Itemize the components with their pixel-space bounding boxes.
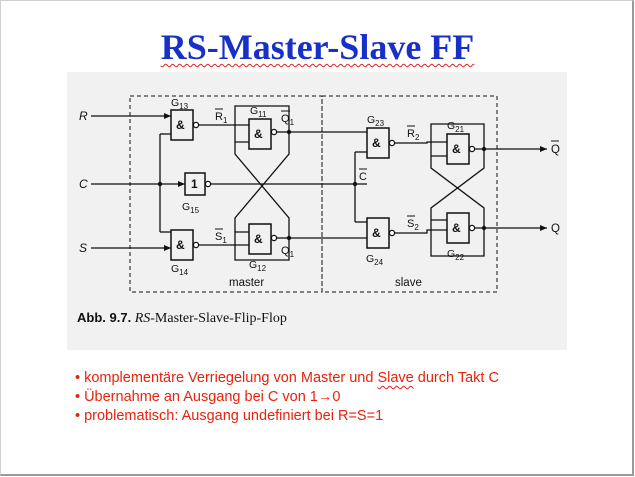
gate-g11-box bbox=[248, 118, 272, 150]
label-input-s: S bbox=[79, 241, 87, 255]
wire-master-feedback-bottom bbox=[234, 231, 290, 261]
caption-italic: RS bbox=[134, 311, 151, 326]
slave-section-border bbox=[321, 95, 498, 293]
label-q1bar: Q1 bbox=[281, 113, 295, 127]
label-master: master bbox=[229, 277, 264, 289]
label-s2: S2 bbox=[407, 218, 419, 232]
label-g15: G15 bbox=[182, 201, 200, 215]
label-q-out: Q bbox=[551, 223, 560, 235]
figure-box: & & 1 & & & & & & R C S Q Q G13 G14 G15 … bbox=[67, 72, 567, 350]
wire-master-feedback-top bbox=[234, 105, 290, 143]
junction-cbar bbox=[352, 181, 358, 187]
gate-g24-bubble bbox=[388, 229, 396, 237]
gate-g23-bubble bbox=[388, 139, 396, 147]
gate-g15-bubble bbox=[204, 180, 212, 188]
label-input-r: R bbox=[79, 109, 88, 123]
arrow-q-out bbox=[540, 225, 547, 231]
wire-master-cross-2 bbox=[234, 132, 290, 232]
slide-title: RS-Master-Slave FF bbox=[0, 26, 635, 68]
gate-g22-symbol: & bbox=[452, 221, 461, 235]
wire-s2 bbox=[395, 229, 447, 234]
gate-g21-bubble bbox=[468, 145, 476, 153]
bullet-item: •problematisch: Ausgang undefiniert bei … bbox=[75, 407, 499, 426]
arrow-qbar-out bbox=[540, 146, 547, 152]
bullet-dot: • bbox=[75, 389, 81, 405]
bullet-text-spell: Slave bbox=[377, 370, 414, 386]
gate-g23-symbol: & bbox=[372, 136, 381, 150]
slide-title-text: RS-Master-Slave FF bbox=[160, 27, 475, 67]
bullet-list: •komplementäre Verriegelung von Master u… bbox=[75, 369, 499, 426]
junction-q1 bbox=[286, 235, 292, 241]
bullet-item: •Übernahme an Ausgang bei C von 1→0 bbox=[75, 388, 499, 407]
bullet-dot: • bbox=[75, 370, 81, 386]
caption-text: -Master-Slave-Flip-Flop bbox=[150, 311, 287, 326]
label-g22: G22 bbox=[447, 248, 465, 262]
label-slave: slave bbox=[395, 277, 422, 289]
gate-g15-symbol: 1 bbox=[191, 177, 198, 191]
label-g21: G21 bbox=[447, 120, 465, 134]
gate-g13-bubble bbox=[192, 121, 200, 129]
gate-g13-symbol: & bbox=[176, 118, 185, 132]
junction-q1bar bbox=[286, 129, 292, 135]
junction-c bbox=[157, 181, 163, 187]
label-r1: R1 bbox=[215, 111, 228, 125]
label-cbar: C bbox=[359, 171, 367, 183]
wire-slave-feedback-top bbox=[430, 123, 485, 157]
arrow-input-r bbox=[164, 113, 171, 119]
arrow-input-s bbox=[164, 245, 171, 251]
bullet-arrow: → bbox=[317, 389, 333, 405]
gate-g11-symbol: & bbox=[254, 127, 263, 141]
wire-slave-feedback-bottom bbox=[430, 219, 485, 257]
gate-g21-symbol: & bbox=[452, 142, 461, 156]
bullet-item: •komplementäre Verriegelung von Master u… bbox=[75, 369, 499, 388]
figure-caption: Abb. 9.7. RS-Master-Slave-Flip-Flop bbox=[77, 310, 287, 327]
bullet-text: problematisch: Ausgang undefiniert bei R… bbox=[84, 408, 384, 424]
gate-g11-bubble bbox=[270, 128, 278, 136]
junction-q bbox=[481, 225, 487, 231]
flip-flop-circuit-diagram: & & 1 & & & & & & R C S Q Q G13 G14 G15 … bbox=[79, 95, 560, 293]
label-g14: G14 bbox=[171, 263, 189, 277]
arrow-input-c bbox=[178, 181, 185, 187]
wire-slave-cross-1 bbox=[430, 156, 485, 228]
bullet-text-post: 0 bbox=[332, 389, 341, 405]
gate-g12-bubble bbox=[270, 234, 278, 242]
bullet-text-post: durch Takt C bbox=[413, 370, 499, 386]
wire-r2 bbox=[395, 141, 447, 144]
label-g12: G12 bbox=[249, 259, 267, 273]
label-qbar-out: Q bbox=[551, 144, 560, 156]
wire-slave-cross-2 bbox=[430, 149, 485, 220]
label-r2: R2 bbox=[407, 128, 420, 142]
label-q1: Q1 bbox=[281, 245, 295, 259]
label-s1: S1 bbox=[215, 231, 227, 245]
caption-number: Abb. 9.7. bbox=[77, 310, 132, 325]
gate-g22-bubble bbox=[468, 224, 476, 232]
gate-g24-symbol: & bbox=[372, 226, 381, 240]
gate-g14-symbol: & bbox=[176, 238, 185, 252]
junction-qbar bbox=[481, 146, 487, 152]
label-g24: G24 bbox=[366, 253, 384, 267]
bullet-text: komplementäre Verriegelung von Master un… bbox=[84, 370, 378, 386]
label-g11: G11 bbox=[250, 105, 267, 119]
gate-g14-bubble bbox=[192, 241, 200, 249]
bullet-dot: • bbox=[75, 408, 81, 424]
label-g13: G13 bbox=[171, 97, 189, 111]
gate-g12-symbol: & bbox=[254, 232, 263, 246]
bullet-text: Übernahme an Ausgang bei C von 1 bbox=[84, 389, 318, 405]
label-input-c: C bbox=[79, 177, 88, 191]
label-g23: G23 bbox=[367, 114, 385, 128]
